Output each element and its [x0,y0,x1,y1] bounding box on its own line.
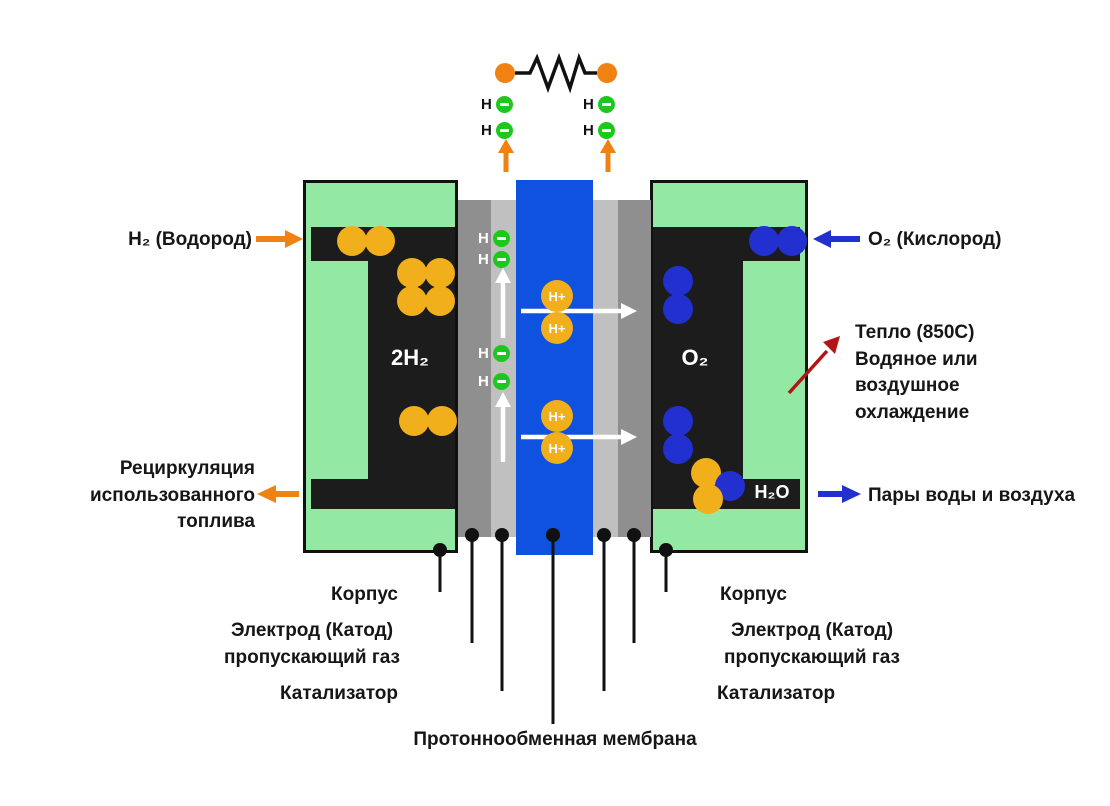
catalyst-label-left: Катализатор [279,683,398,704]
proton-label: H+ [548,320,566,336]
electron-icon: H [583,121,615,139]
minus-icon [495,95,513,113]
h2-molecule-icon [397,286,427,316]
oxygen-inlet-arrow [813,230,860,248]
o2-molecule-icon [663,266,693,296]
oxygen-inlet-label: O₂ (Кислород) [868,229,1002,250]
minus-icon [495,121,513,139]
electron-label: H [481,121,492,139]
right-catalyst-strip [593,200,618,537]
resistor-icon [495,52,617,94]
minus-icon [492,344,510,362]
electron-icon: H [478,372,510,390]
electron-icon: H [478,344,510,362]
proton-icon: H+ [541,312,573,344]
right-electrode-strip [618,200,651,537]
electron-label: H [478,229,489,247]
electron-icon: H [583,95,615,113]
h2-molecule-icon [399,406,429,436]
left-electrode-strip [458,200,491,537]
right-chamber-label: O₂ [681,345,709,370]
minus-icon [492,372,510,390]
minus-icon [597,121,615,139]
h2-molecule-icon [425,258,455,288]
electron-flow-arrow-left [498,139,514,172]
h2-molecule-icon [425,286,455,316]
left-housing-island [311,261,368,479]
membrane-label: Протоннообменная мембрана [413,729,697,750]
vapor-outlet-arrow [818,485,861,503]
electron-label: H [481,95,492,113]
proton-icon: H+ [541,400,573,432]
electron-label: H [478,372,489,390]
electron-label: H [478,344,489,362]
electron-label: H [583,95,594,113]
recirculation-arrow [257,485,299,503]
hydrogen-inlet-arrow [256,230,303,248]
electron-icon: H [481,121,513,139]
housing-label-left: Корпус [331,584,398,605]
h2o-molecule-icon [693,484,723,514]
h2-molecule-icon [427,406,457,436]
minus-icon [597,95,615,113]
proton-label: H+ [548,288,566,304]
left-chamber-label: 2H₂ [391,345,429,370]
electron-label: H [478,250,489,268]
hydrogen-inlet-label: H₂ (Водород) [128,229,252,250]
proton-icon: H+ [541,432,573,464]
circuit-terminal-icon [495,63,515,83]
catalyst-label-right: Катализатор [717,683,836,704]
o2-molecule-icon [777,226,807,256]
water-label: H₂O [754,482,790,502]
minus-icon [492,250,510,268]
circuit-terminal-icon [597,63,617,83]
electrode-label-right: Электрод (Катод) пропускающий газ [724,620,900,668]
housing-label-right: Корпус [720,584,787,605]
o2-molecule-icon [663,434,693,464]
proton-label: H+ [548,440,566,456]
electron-icon: H [478,229,510,247]
electron-icon: H [478,250,510,268]
recirculation-label: Рециркуляция использованного топлива [89,458,255,533]
h2-molecule-icon [397,258,427,288]
heat-label: Тепло (850C) Водяное или воздушное охлаж… [855,322,978,423]
o2-molecule-icon [663,406,693,436]
proton-label: H+ [548,408,566,424]
electron-label: H [583,121,594,139]
electrode-label-left: Электрод (Катод) пропускающий газ [224,620,400,668]
electron-icon: H [481,95,513,113]
proton-icon: H+ [541,280,573,312]
minus-icon [492,229,510,247]
proton-exchange-membrane [516,180,593,555]
electron-flow-arrow-right [600,139,616,172]
right-housing-island [743,261,800,479]
h2-molecule-icon [337,226,367,256]
vapor-outlet-label: Пары воды и воздуха [868,485,1076,506]
leader-lines [438,537,668,724]
o2-molecule-icon [749,226,779,256]
o2-molecule-icon [663,294,693,324]
h2-molecule-icon [365,226,395,256]
